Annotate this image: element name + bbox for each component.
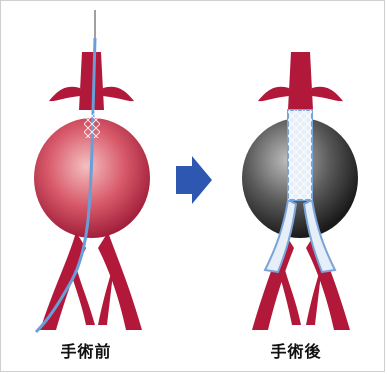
stent-segment-before <box>84 110 100 138</box>
label-after: 手術後 <box>226 338 366 362</box>
label-before: 手術前 <box>16 338 156 362</box>
aorta-after <box>242 52 358 330</box>
arrow-right-icon <box>176 156 212 204</box>
aorta-before <box>34 10 150 332</box>
